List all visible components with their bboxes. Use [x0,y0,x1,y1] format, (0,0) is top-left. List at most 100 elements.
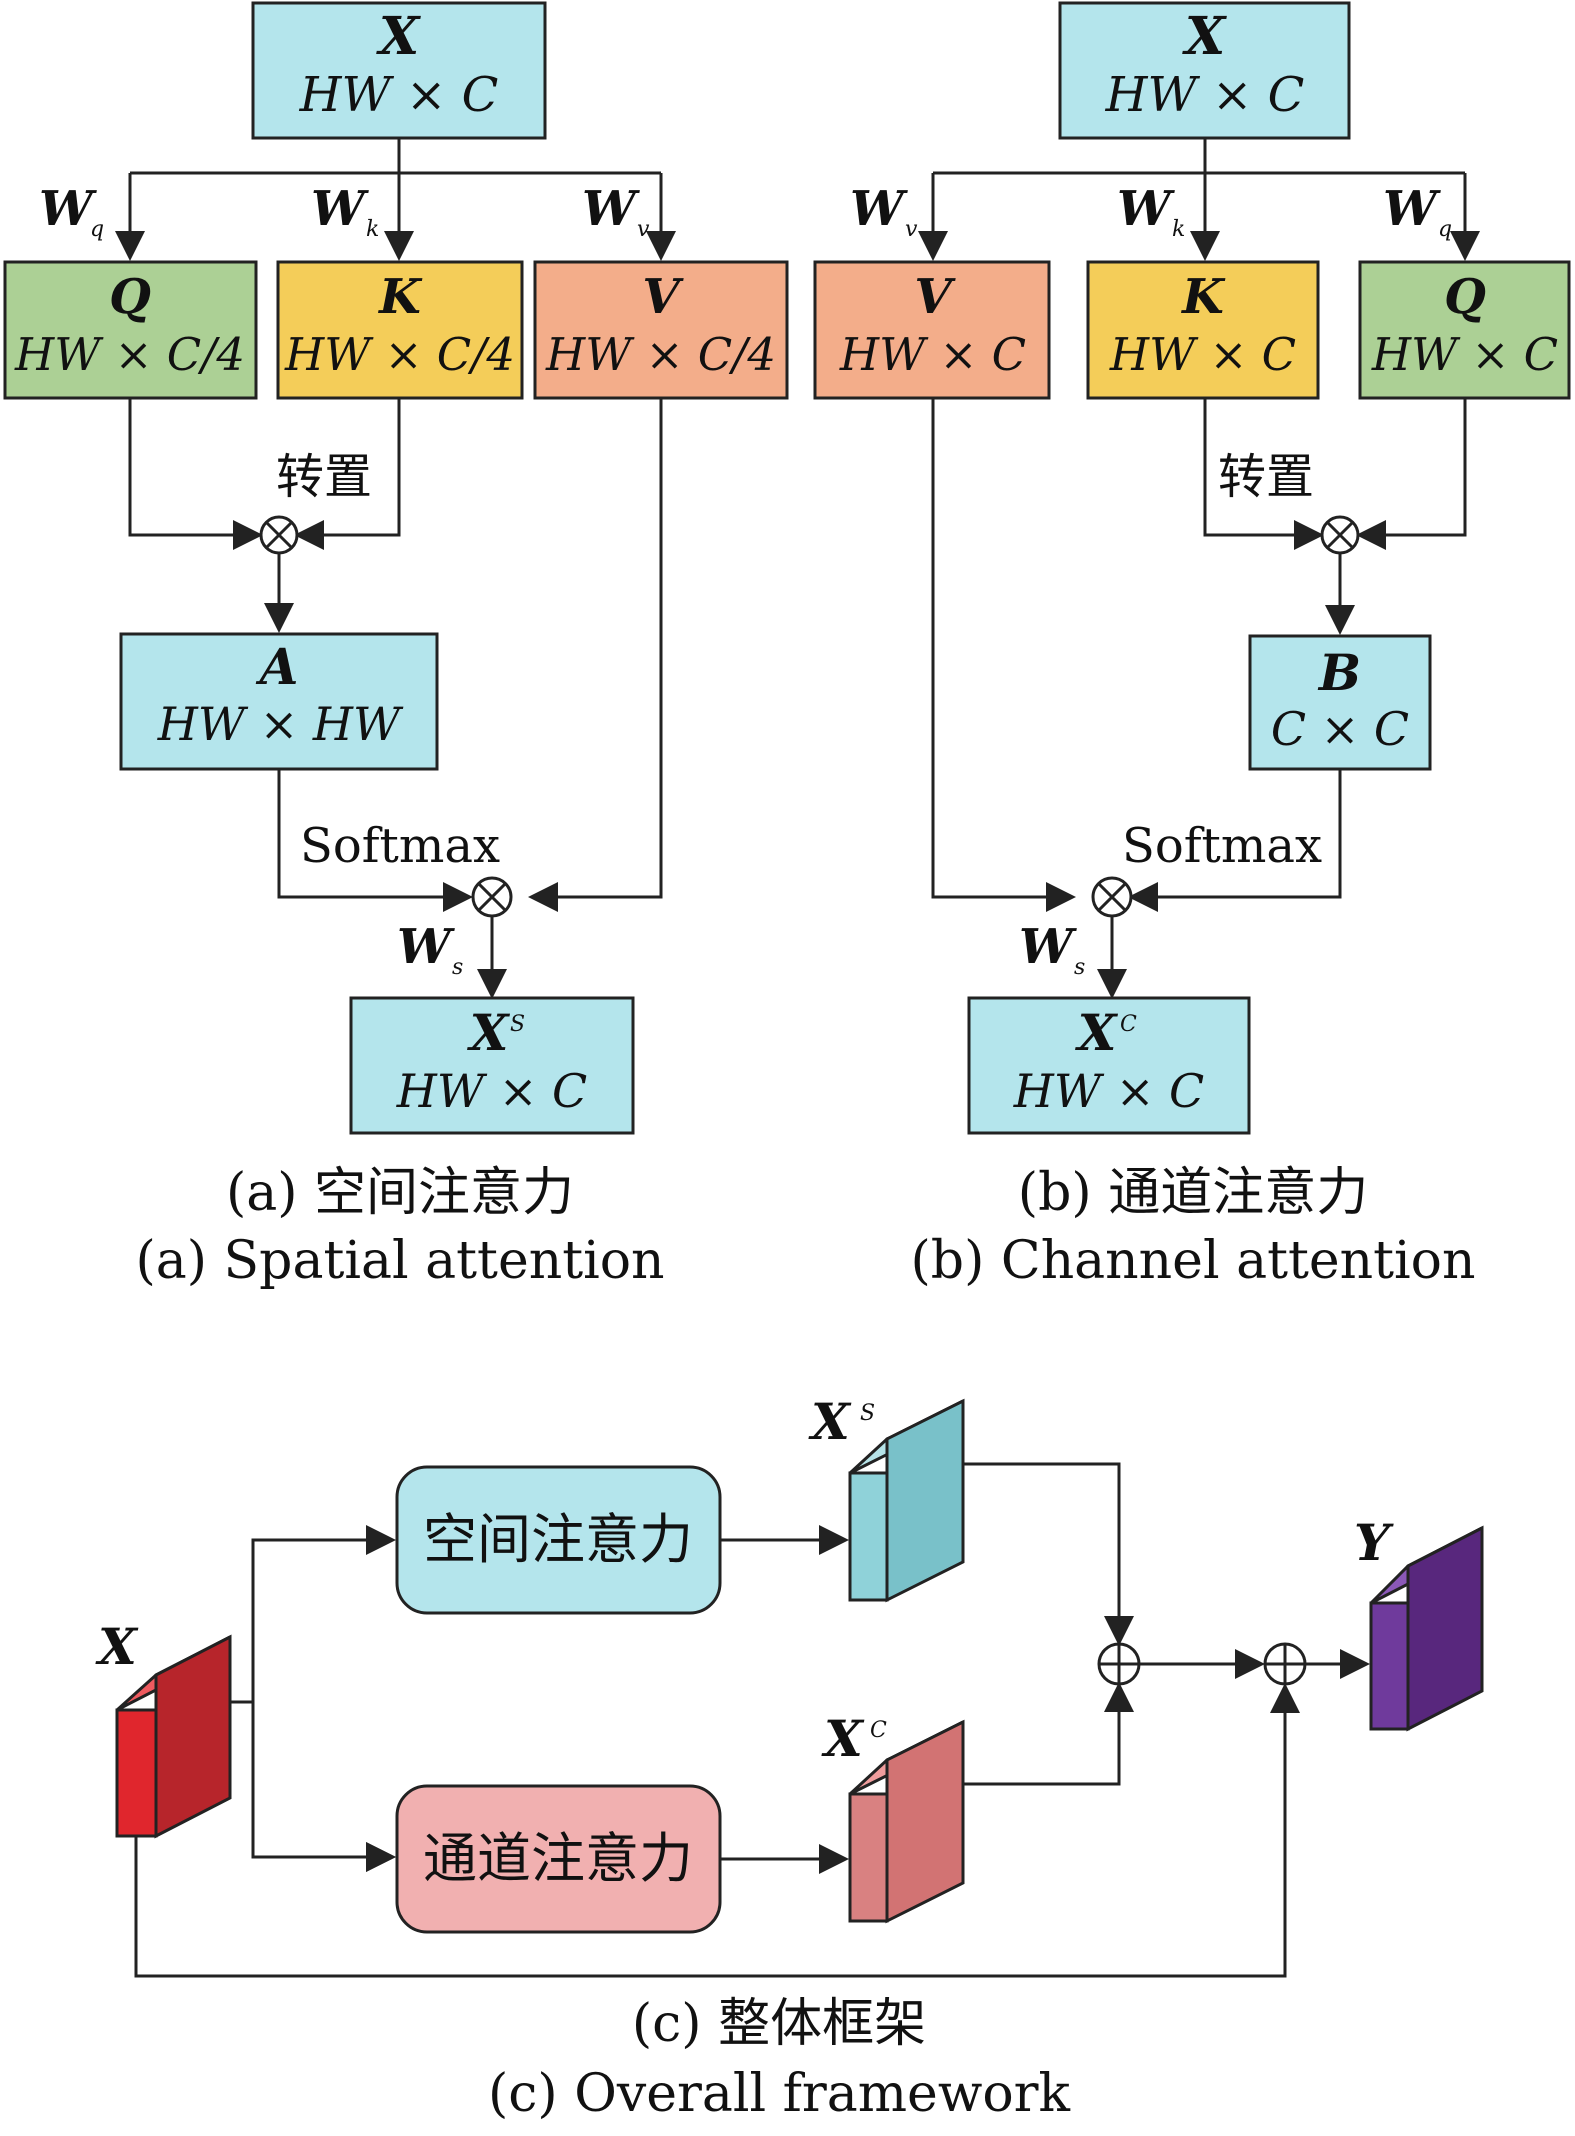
channel-k-title: K [1180,269,1226,325]
spatial-x-box [251,1,547,140]
overall-xc-label: X C [821,1709,887,1768]
svg-text:k: k [366,217,379,242]
svg-text:q: q [90,217,104,242]
channel-ws-label: W s [1019,919,1085,980]
svg-text:q: q [1438,217,1452,242]
channel-wv-label: W v [850,181,918,242]
spatial-a-box [119,632,439,771]
svg-text:W: W [582,181,640,237]
channel-v-box [813,260,1051,400]
overall-input-split-connector [230,1538,393,1857]
channel-b-softmax-connector [1128,769,1342,912]
channel-x-title: X [1182,6,1228,67]
channel-wk-label: W k [1117,181,1185,242]
spatial-wq-label: W q [39,181,104,242]
channel-xc-box [967,996,1251,1135]
svg-text:C: C [1120,1012,1137,1037]
spatial-k-dim: HW × C/4 [284,328,515,381]
channel-kq-left-connector [1203,398,1324,550]
svg-text:W: W [1383,181,1441,237]
svg-text:C: C [870,1718,887,1743]
svg-text:X: X [808,1392,852,1451]
channel-q-dim: HW × C [1371,328,1558,381]
spatial-k-title: K [377,269,423,325]
spatial-qk-right-connector [294,398,401,550]
svg-text:s: s [452,955,463,980]
spatial-v-dim: HW × C/4 [545,328,776,381]
svg-text:X: X [821,1709,865,1768]
overall-spatial-attention-label: 空间注意力 [423,1508,693,1571]
channel-x-box [1058,1,1351,140]
channel-k-box [1086,260,1320,400]
channel-v-dim: HW × C [839,328,1026,381]
svg-text:W: W [1019,919,1077,975]
svg-text:W: W [311,181,369,237]
overall-x-label: X [95,1617,139,1676]
overall-channel-attention-label: 通道注意力 [423,1827,693,1890]
channel-b-dim: C × C [1271,702,1409,756]
svg-text:W: W [1117,181,1175,237]
spatial-a-softmax-connector [277,769,473,912]
channel-xc-dim: HW × C [1013,1064,1204,1118]
spatial-qk-left-connector [128,398,263,550]
channel-kq-right-connector [1356,398,1467,550]
channel-v-title: V [914,269,956,325]
spatial-xs-box [349,996,635,1135]
channel-b-title: B [1317,643,1361,702]
spatial-v-title: V [642,269,684,325]
spatial-q-dim: HW × C/4 [14,328,245,381]
channel-kq-multiply [1320,515,1360,555]
svg-text:v: v [905,217,918,242]
overall-xs-label: X S [808,1392,875,1451]
spatial-softmax-label: Softmax [300,818,500,874]
svg-text:k: k [1172,217,1185,242]
channel-b-box [1248,634,1432,771]
overall-xc-cube [848,1719,965,1924]
svg-text:W: W [39,181,97,237]
svg-text:s: s [1074,955,1085,980]
overall-y-cube [1369,1525,1484,1732]
channel-caption-cn: (b) 通道注意力 [1018,1163,1368,1223]
channel-v-to-op-connector [931,398,1076,912]
spatial-xs-title: X S [467,1003,525,1062]
spatial-q-title: Q [109,269,151,325]
svg-text:W: W [397,919,455,975]
overall-residual-connector [134,1683,1300,1978]
spatial-av-multiply [471,876,513,918]
channel-transpose-label: 转置 [1218,449,1314,505]
overall-xs-cube [848,1398,965,1603]
channel-xc-title: X C [1075,1003,1137,1062]
spatial-caption-en: (a) Spatial attention [135,1231,664,1291]
channel-q-box [1358,260,1571,400]
spatial-qk-multiply [259,515,299,555]
svg-text:X: X [1075,1003,1119,1062]
overall-caption-cn: (c) 整体框架 [632,1994,926,2054]
overall-residual-add-operator [1263,1642,1307,1686]
spatial-x-dim: HW × C [299,67,499,123]
spatial-wv-label: W v [582,181,650,242]
spatial-xs-dim: HW × C [396,1064,587,1118]
spatial-v-to-op-connector [528,398,663,912]
overall-x-cube [115,1634,232,1839]
channel-caption-en: (b) Channel attention [911,1231,1476,1291]
overall-xs-to-add-connector [963,1462,1134,1646]
spatial-split-connector [128,138,663,258]
channel-vb-multiply [1091,876,1133,918]
spatial-ws-label: W s [397,919,463,980]
spatial-wk-label: W k [311,181,379,242]
spatial-caption-cn: (a) 空间注意力 [226,1163,574,1223]
svg-text:W: W [850,181,908,237]
overall-caption-en: (c) Overall framework [488,2064,1071,2124]
spatial-transpose-label: 转置 [276,449,372,505]
svg-text:v: v [637,217,650,242]
spatial-a-title: A [256,637,299,696]
svg-text:X: X [467,1003,511,1062]
overall-feature-add-operator [1097,1642,1141,1686]
channel-wq-label: W q [1383,181,1452,242]
spatial-a-dim: HW × HW [157,697,404,751]
spatial-x-title: X [376,6,422,67]
svg-text:S: S [860,1401,875,1426]
svg-text:S: S [510,1012,525,1037]
